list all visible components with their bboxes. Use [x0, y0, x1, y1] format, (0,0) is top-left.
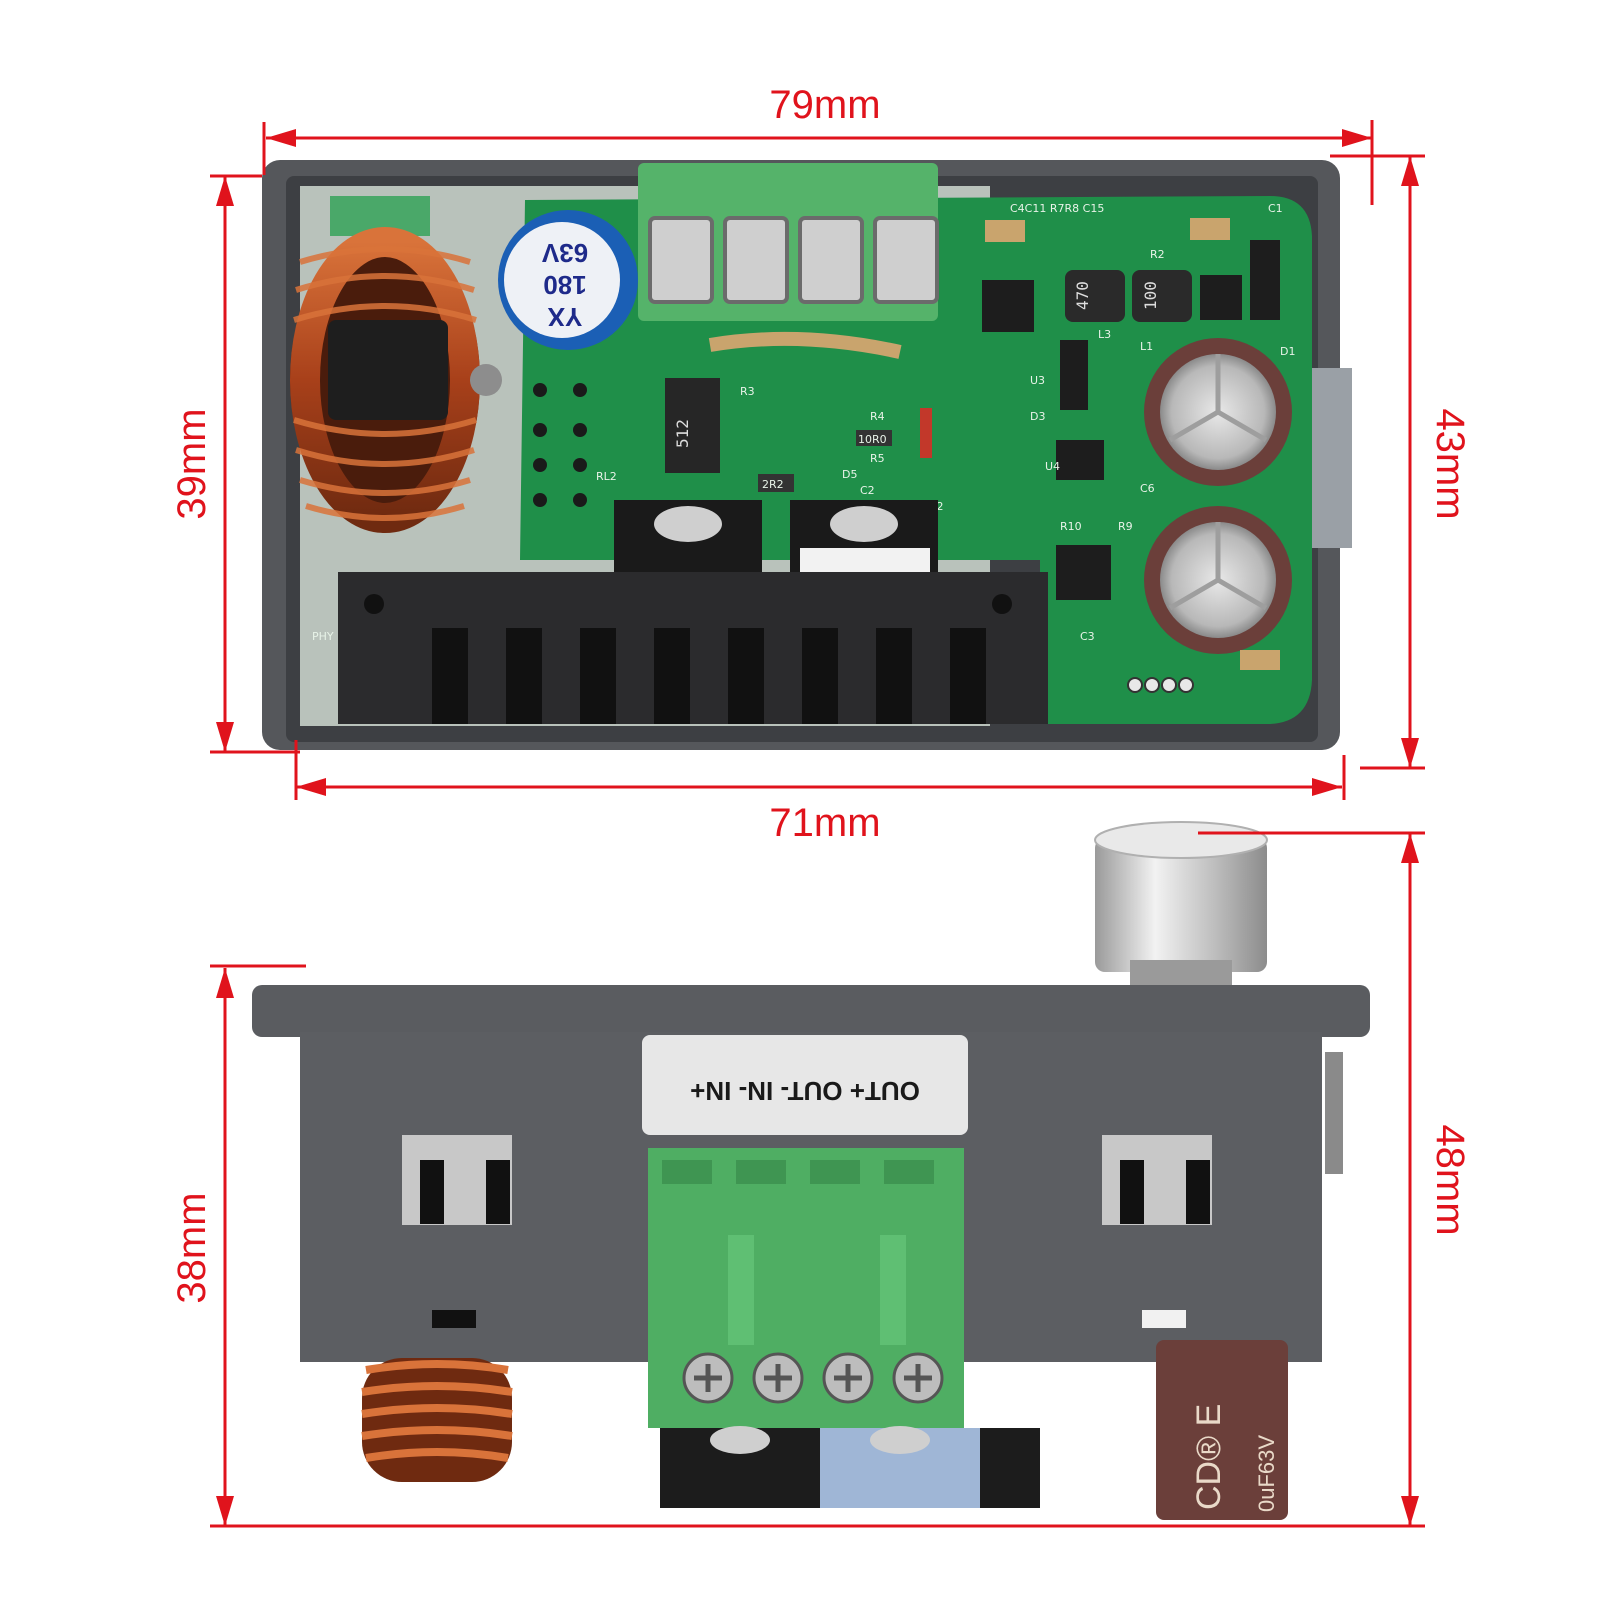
res-10r0: 10R0	[858, 433, 887, 446]
inductor-470: 470	[1073, 281, 1092, 310]
silk-18: U4	[1045, 460, 1060, 473]
dim-38mm: 38mm	[170, 1192, 214, 1303]
silk-21: PHY	[312, 630, 334, 643]
dim-71mm: 71mm	[769, 801, 880, 845]
cap-line-1: YX	[547, 302, 582, 332]
dim-43mm: 43mm	[1428, 408, 1472, 519]
terminal-label-plate	[642, 1035, 968, 1135]
cap-line-2: 180	[543, 270, 586, 300]
silk-15: R10	[1060, 520, 1082, 533]
terminal-labels: OUT+ OUT- IN- IN+	[690, 1076, 920, 1106]
cap-text-1: CD® E	[1190, 1404, 1228, 1510]
silk-17: C6	[1140, 482, 1155, 495]
pcb-components: 512 470 100 2R2 10R0	[470, 218, 1280, 600]
silk-6: U3	[1030, 374, 1045, 387]
side-electrolytic-cap: CD® E 0uF63V	[1156, 1340, 1288, 1520]
mounting-slots	[402, 1135, 1212, 1328]
silk-20: C3	[1080, 630, 1095, 643]
silk-9: D3	[1030, 410, 1045, 423]
silk-1: C4C11 R7R8 C15	[1010, 202, 1104, 215]
dim-79mm: 79mm	[769, 83, 880, 127]
silk-11: D5	[842, 468, 857, 481]
top-view: YX 180 63V 512 470 100 2R2 10R0	[262, 160, 1352, 750]
toroid-coil	[290, 227, 480, 533]
dimension-lines	[210, 120, 1425, 1528]
chip-512: 512	[673, 419, 692, 448]
dim-48mm: 48mm	[1428, 1124, 1472, 1235]
silk-5: L1	[1140, 340, 1153, 353]
inductor-100: 100	[1141, 281, 1160, 310]
side-view: OUT+ OUT- IN- IN+	[252, 821, 1370, 1520]
side-coil	[361, 1358, 513, 1482]
silk-8: R4	[870, 410, 885, 423]
silk-4: L3	[1098, 328, 1111, 341]
rotary-knob	[1094, 821, 1268, 990]
electrolytic-cap-top	[1144, 338, 1292, 486]
blue-capacitor: YX 180 63V	[498, 210, 638, 350]
silk-19: D1	[1280, 345, 1295, 358]
side-housing-frame	[252, 985, 1370, 1037]
heatsink	[338, 572, 1048, 724]
dim-39mm: 39mm	[170, 408, 214, 519]
res-2r2: 2R2	[762, 478, 784, 491]
side-terminal-block	[648, 1148, 964, 1428]
cap-text-2: 0uF63V	[1254, 1435, 1279, 1512]
top-terminal-block	[638, 163, 939, 359]
silk-10: R5	[870, 452, 885, 465]
cap-line-3: 63V	[541, 238, 588, 268]
silk-7: R3	[740, 385, 755, 398]
silk-3: R2	[1150, 248, 1165, 261]
silk-14: R9	[1118, 520, 1133, 533]
silk-12: C2	[860, 484, 875, 497]
silk-16: RL2	[596, 470, 617, 483]
green-pcb	[520, 196, 1312, 724]
electrolytic-cap-bottom	[1144, 506, 1292, 654]
silk-2: C1	[1268, 202, 1283, 215]
silkscreen: C4C11 R7R8 C15 C1 R2 L3 L1 U3 R3 R4 D3 R…	[312, 202, 1295, 643]
